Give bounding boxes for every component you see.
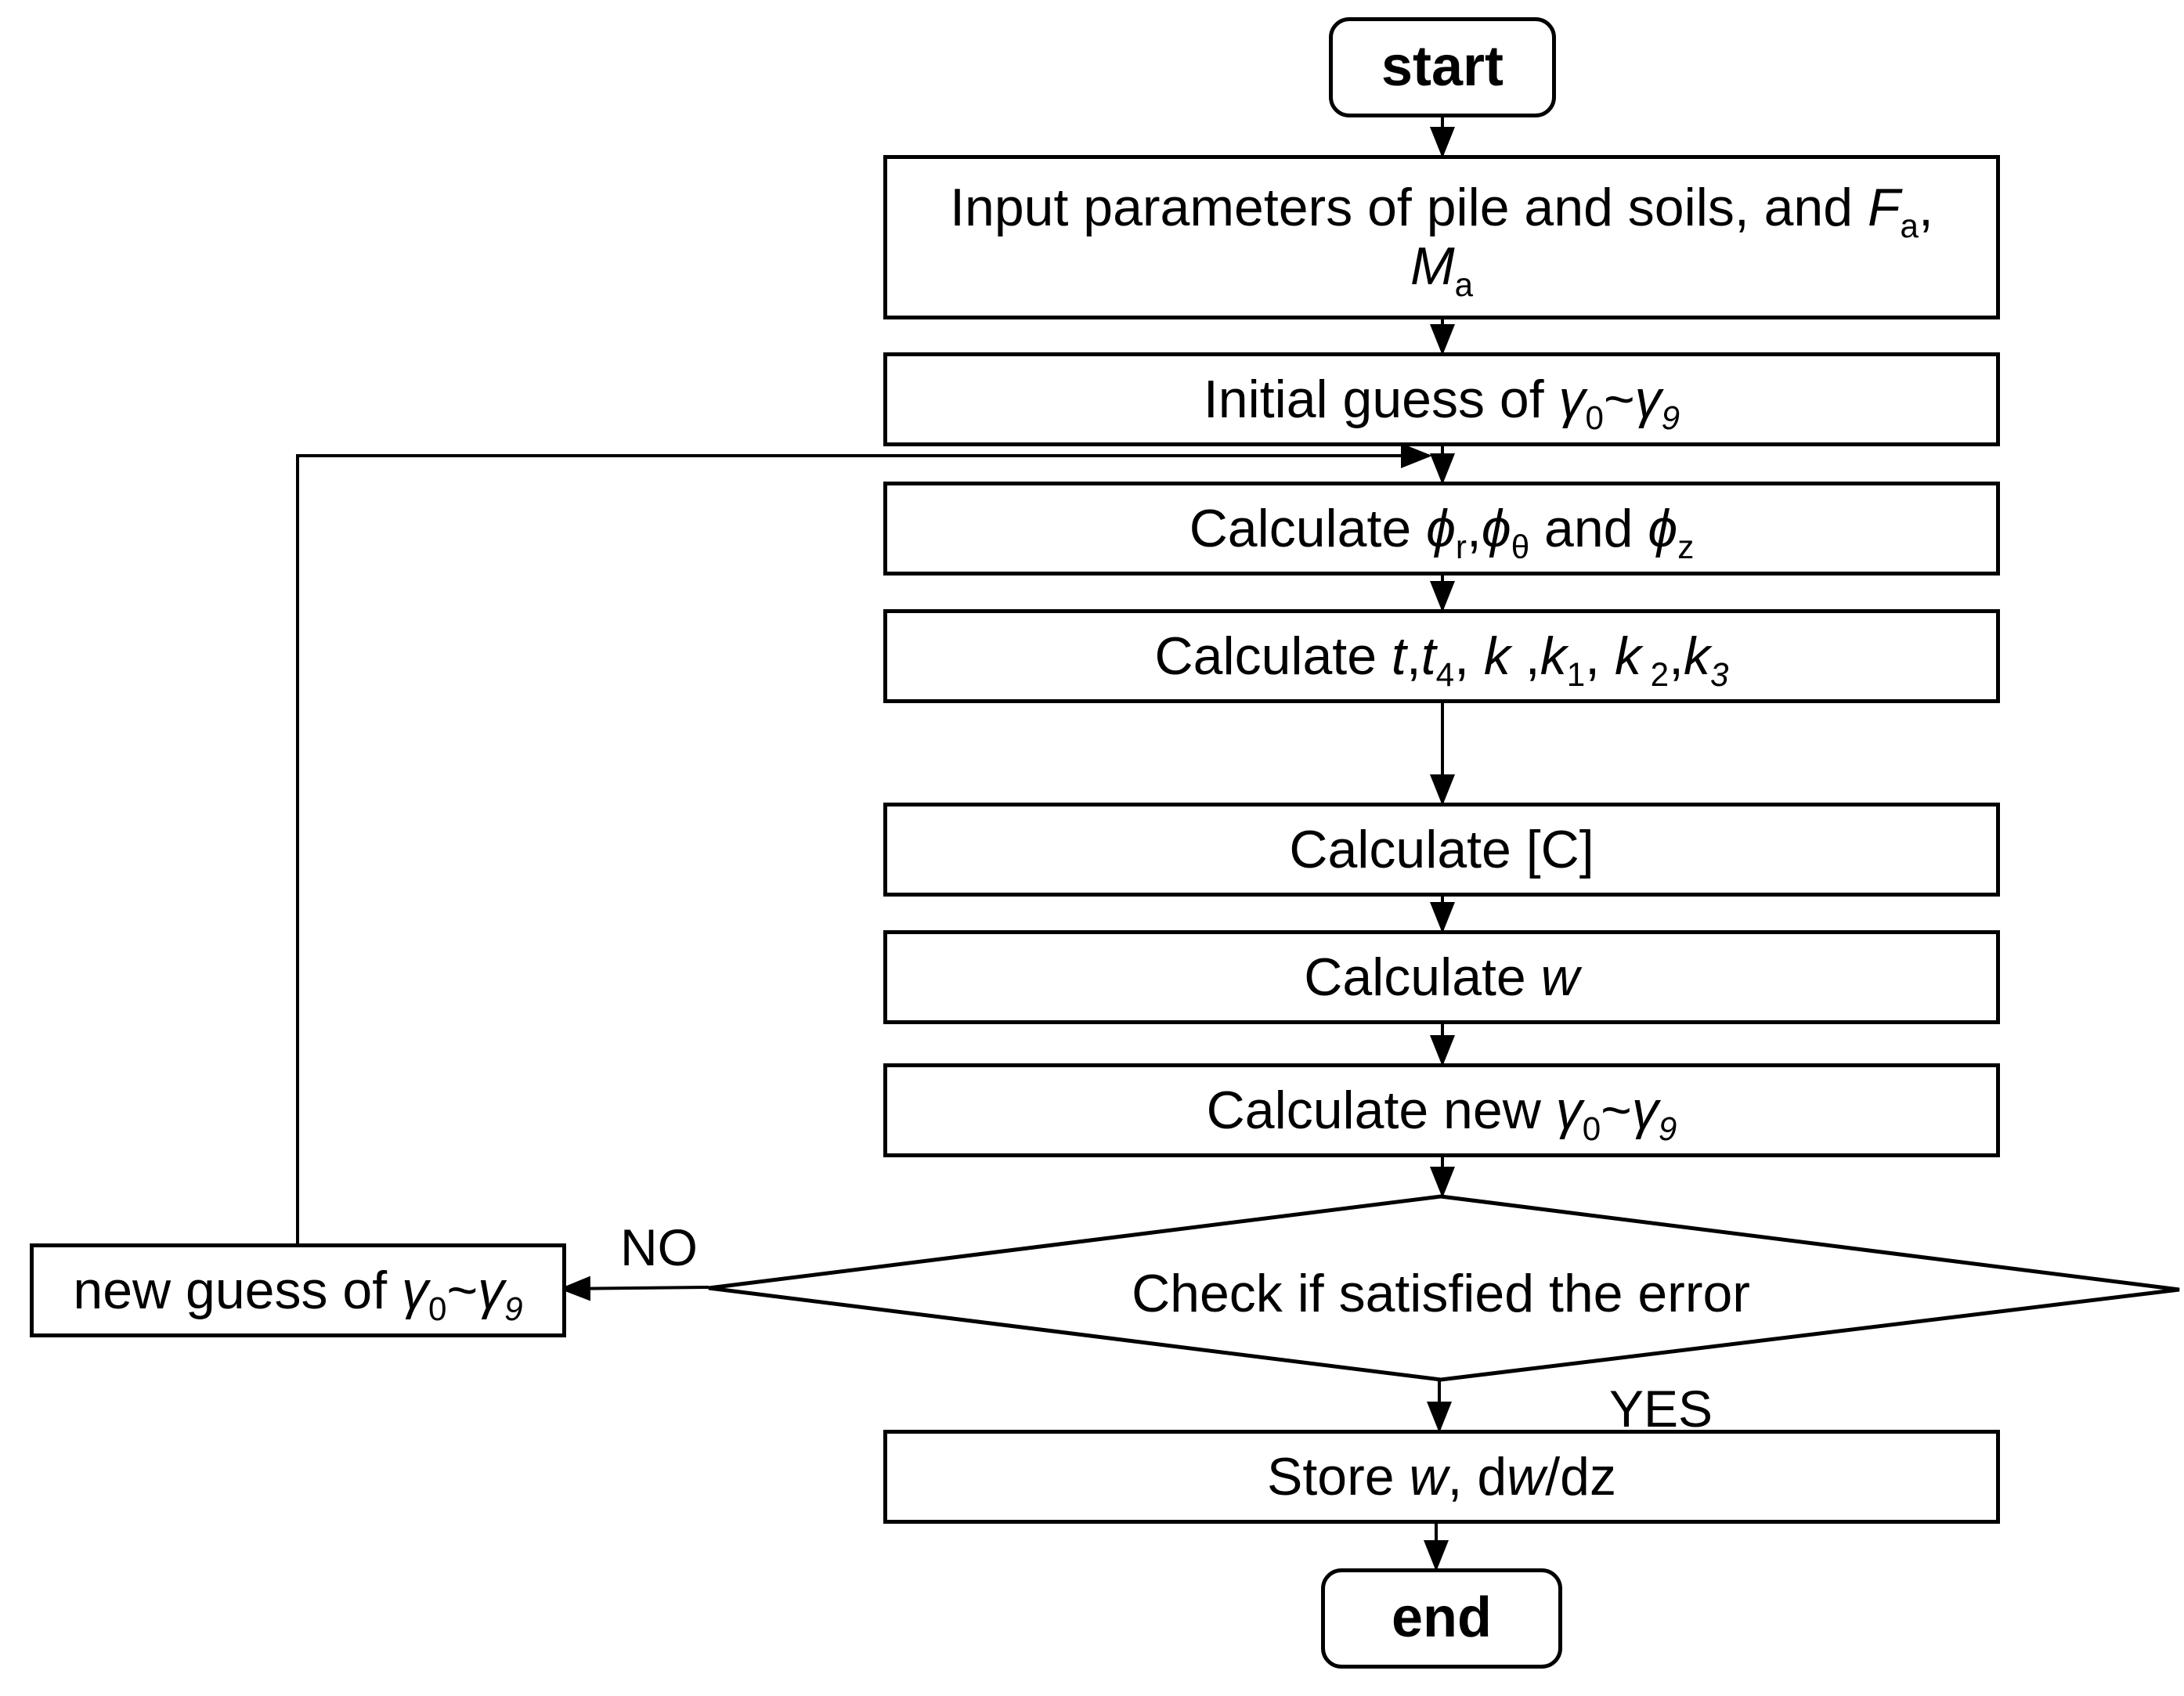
end-label: end bbox=[1391, 1586, 1492, 1650]
calculate-w-box: Calculate w bbox=[883, 930, 2000, 1024]
arrow-check-to-new-guess bbox=[559, 1276, 709, 1301]
start-label: start bbox=[1381, 35, 1504, 99]
start-terminal: start bbox=[1329, 17, 1556, 117]
calculate-w-text: Calculate w bbox=[1304, 947, 1579, 1007]
new-guess-box: new guess of γ0~γ9 bbox=[30, 1243, 566, 1337]
input-parameters-box: Input parameters of pile and soils, and … bbox=[883, 155, 2000, 319]
no-label: NO bbox=[620, 1218, 698, 1276]
calculate-c-box: Calculate [C] bbox=[883, 803, 2000, 897]
decision-diamond bbox=[708, 1194, 2180, 1382]
store-results-box: Store w, dw/dz bbox=[883, 1430, 2000, 1524]
calculate-phi-box: Calculate ϕr,ϕθ and ϕz bbox=[883, 482, 2000, 576]
store-results-text: Store w, dw/dz bbox=[1267, 1446, 1616, 1507]
initial-guess-text: Initial guess of γ0~γ9 bbox=[1203, 369, 1680, 436]
new-guess-text: new guess of γ0~γ9 bbox=[73, 1260, 523, 1327]
end-terminal: end bbox=[1321, 1568, 1562, 1669]
yes-label: YES bbox=[1609, 1380, 1713, 1438]
calculate-t-k-box: Calculate t,t4, k ,k1, k 2,k3 bbox=[883, 609, 2000, 703]
calculate-t-k-text: Calculate t,t4, k ,k1, k 2,k3 bbox=[1154, 626, 1729, 693]
check-error-text: Check if satisfied the error bbox=[1132, 1264, 1750, 1323]
calculate-phi-text: Calculate ϕr,ϕθ and ϕz bbox=[1189, 498, 1695, 565]
initial-guess-box: Initial guess of γ0~γ9 bbox=[883, 352, 2000, 446]
calculate-c-text: Calculate [C] bbox=[1289, 819, 1594, 879]
calculate-new-gamma-box: Calculate new γ0~γ9 bbox=[883, 1063, 2000, 1157]
input-parameters-text: Input parameters of pile and soils, and … bbox=[950, 178, 1933, 303]
calculate-new-gamma-text: Calculate new γ0~γ9 bbox=[1206, 1080, 1677, 1147]
arrow-loop-back bbox=[296, 443, 1432, 1243]
